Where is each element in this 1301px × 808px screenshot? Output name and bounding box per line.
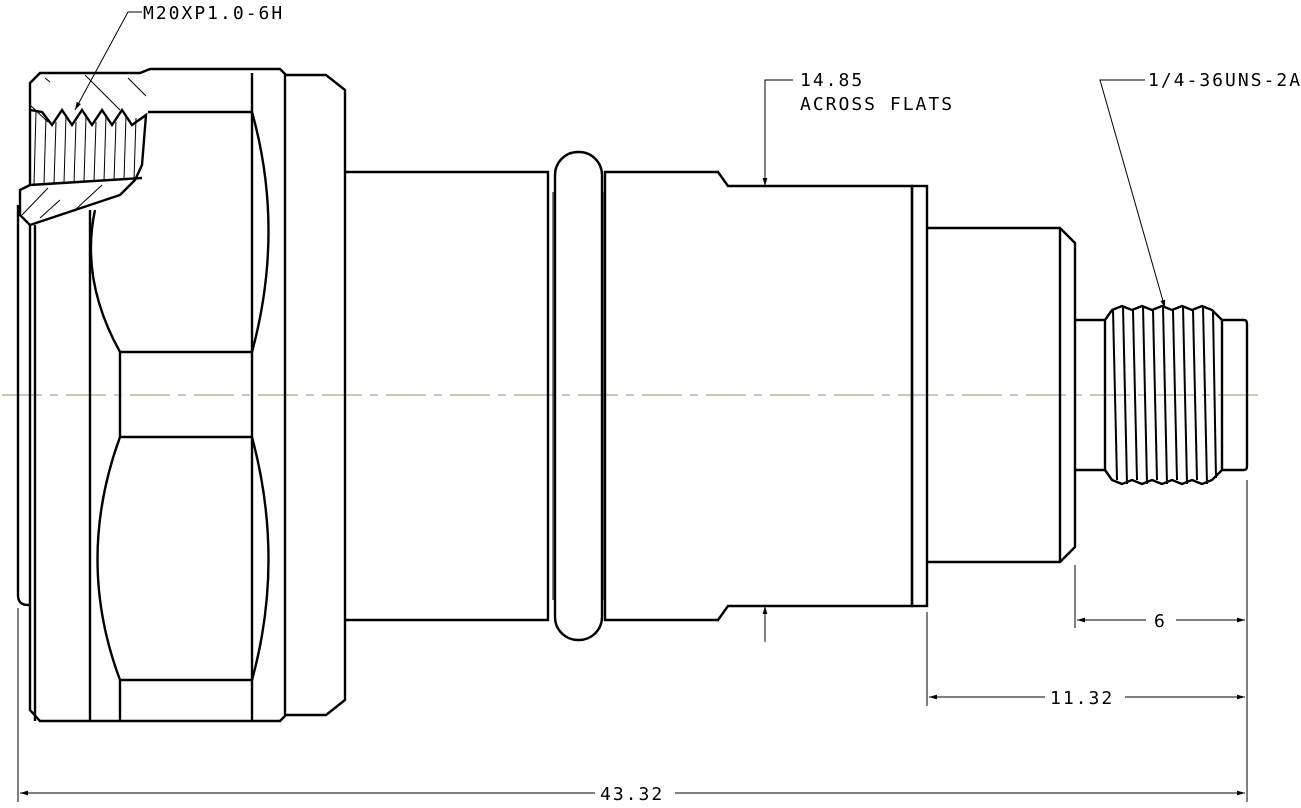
flats-value: 14.85 xyxy=(800,70,864,91)
body xyxy=(345,150,1077,642)
flats-label: ACROSS FLATS xyxy=(800,94,954,115)
svg-text:43.32: 43.32 xyxy=(600,784,664,805)
nut-thread-callout: M20XP1.0-6H xyxy=(143,3,284,24)
o-ring xyxy=(553,150,604,642)
dimension-rear-length: 11.32 xyxy=(929,688,1245,709)
dimension-thread-length: 6 xyxy=(1077,611,1245,632)
svg-text:11.32: 11.32 xyxy=(1050,688,1114,709)
pin-thread-callout: 1/4-36UNS-2A xyxy=(1148,70,1301,91)
flats-leader-top xyxy=(762,79,793,186)
pin-thread-leader xyxy=(1099,79,1166,309)
coupling-nut xyxy=(16,67,347,723)
svg-text:6: 6 xyxy=(1154,611,1167,632)
extension-lines xyxy=(17,480,1248,802)
threaded-end xyxy=(1075,304,1249,486)
dimension-overall-length: 43.32 xyxy=(20,784,1245,805)
nut-thread-leader xyxy=(74,11,142,111)
